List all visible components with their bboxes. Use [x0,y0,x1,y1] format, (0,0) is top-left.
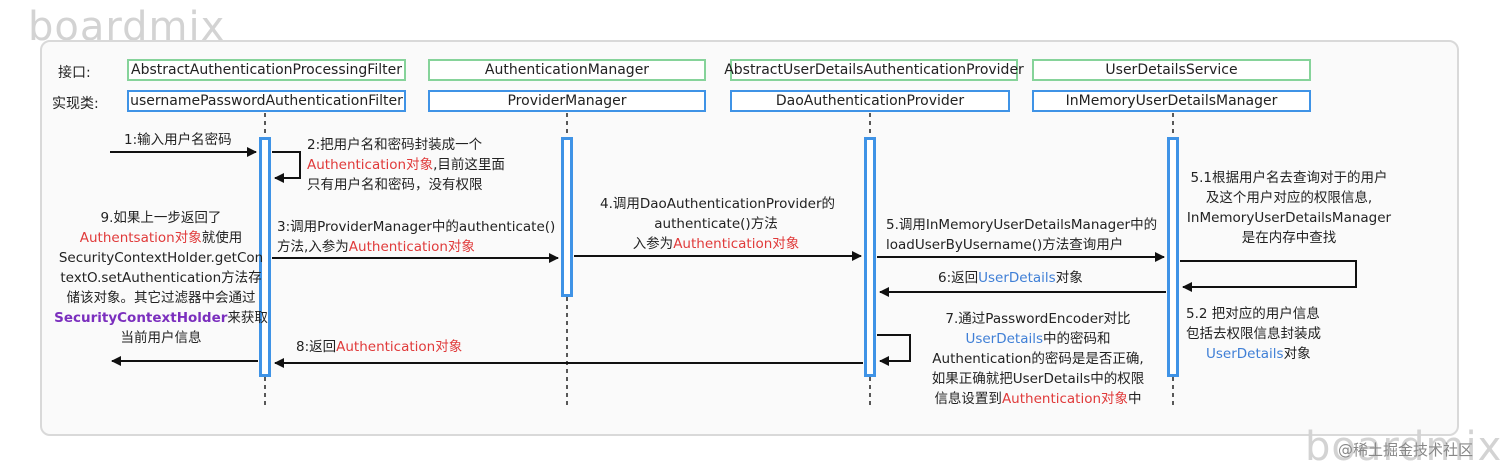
message-3-line-2: 方法,入参为Authentication对象 [277,237,555,257]
message-9-line-4: textO.setAuthentication方法存 [60,270,262,286]
watermark-bottom: boardmix [1305,424,1503,470]
interface-box-filter: AbstractAuthenticationProcessingFilter [127,59,406,81]
message-4-highlight: Authentication对象 [673,236,800,252]
message-4: 4.调用DaoAuthenticationProvider的 authentic… [600,194,835,254]
arrow-7-self [877,334,911,366]
message-4-line-3-text: 入参为 [632,236,674,252]
message-7-highlight-2: Authentication对象 [1001,391,1129,407]
message-2-line-2: Authentication对象,目前这里面 [307,155,505,175]
message-7-line-1: 7.通过PasswordEncoder对比 [945,311,1131,327]
message-7-line-3: Authentication的密码是是否正确, [932,351,1144,367]
activation-service [1167,137,1179,377]
interface-box-service: UserDetailsService [1032,59,1311,81]
message-6-highlight: UserDetails [978,270,1056,286]
message-3-line-2-text: 方法,入参为 [277,239,349,255]
row-label-interface: 接口: [58,65,91,81]
message-7-line-2-rest: 中的密码和 [1043,331,1111,347]
message-3: 3:调用ProviderManager中的authenticate() 方法,入… [277,217,555,257]
message-3-line-1: 3:调用ProviderManager中的authenticate() [277,219,556,235]
message-7-line-5-suffix: 中 [1128,391,1142,407]
credit-text: @稀土掘金技术社区 [1338,441,1474,459]
impl-box-service: InMemoryUserDetailsManager [1032,90,1311,112]
message-9-line-3: SecurityContextHolder.getCon [58,250,264,266]
message-8-prefix: 8:返回 [296,339,337,355]
activation-filter [259,137,271,377]
message-8-highlight: Authentication对象 [336,339,463,355]
message-5-2: 5.2 把对应的用户信息 包括去权限信息封装成 UserDetails对象 [1186,304,1321,364]
message-5-1-line-4: 是在内存中查找 [1241,230,1337,246]
message-2-highlight: Authentication对象 [307,157,434,173]
message-9-line-2: Authentsation对象就使用 [45,228,277,248]
message-7-line-4: 如果正确就把UserDetails中的权限 [931,371,1145,387]
message-9-highlight-2: SecurityContextHolder [54,310,228,326]
message-5-2-highlight: UserDetails [1206,346,1284,362]
message-2-line-2-rest: ,目前这里面 [433,157,505,173]
arrow-51-self [1180,260,1357,292]
message-7-line-5-prefix: 信息设置到 [934,391,1002,407]
message-9-line-6-rest: 来获取 [227,310,268,326]
message-3-highlight: Authentication对象 [348,239,475,255]
message-5-2-line-3: UserDetails对象 [1186,344,1321,364]
message-4-line-2: authenticate()方法 [654,216,778,232]
impl-box-filter: usernamePasswordAuthenticationFilter [127,90,406,112]
message-4-line-3: 入参为Authentication对象 [600,234,832,254]
message-5-line-1: 5.调用InMemoryUserDetailsManager中的 [886,217,1158,233]
activation-provider [864,137,876,377]
message-9-line-6: SecurityContextHolder来获取 [45,308,277,328]
message-6-prefix: 6:返回 [938,270,979,286]
row-label-impl: 实现类: [52,96,99,112]
message-6: 6:返回UserDetails对象 [938,268,1083,288]
impl-box-provider: DaoAuthenticationProvider [730,90,1010,112]
interface-box-provider: AbstractUserDetailsAuthenticationProvide… [724,59,1024,81]
message-5-1-line-3: InMemoryUserDetailsManager [1186,210,1392,226]
message-1: 1:输入用户名密码 [124,132,232,148]
activation-manager [561,137,573,297]
message-7: 7.通过PasswordEncoder对比 UserDetails中的密码和 A… [922,309,1154,409]
message-4-line-1: 4.调用DaoAuthenticationProvider的 [600,196,835,212]
message-2-line-3: 只有用户名和密码，没有权限 [307,177,483,193]
message-5-1-line-2: 及这个用户对应的权限信息, [1205,190,1373,206]
arrow-2-self [272,151,301,183]
message-5-2-suffix: 对象 [1283,346,1311,362]
message-6-suffix: 对象 [1055,270,1083,286]
message-5-1: 5.1根据用户名去查询对于的用户 及这个用户对应的权限信息, InMemoryU… [1185,168,1393,248]
message-2-line-1: 2:把用户名和密码封装成一个 [307,137,483,153]
message-7-line-5: 信息设置到Authentication对象中 [922,389,1154,409]
message-7-line-2: UserDetails中的密码和 [922,329,1154,349]
message-9: 9.如果上一步返回了 Authentsation对象就使用 SecurityCo… [45,208,277,348]
impl-box-manager: ProviderManager [428,90,706,112]
message-2: 2:把用户名和密码封装成一个 Authentication对象,目前这里面 只有… [307,135,505,195]
message-9-line-2-rest: 就使用 [201,230,243,246]
message-7-highlight-1: UserDetails [965,331,1044,347]
message-5-line-2: loadUserByUsername()方法查询用户 [886,237,1124,253]
message-5: 5.调用InMemoryUserDetailsManager中的 loadUse… [886,215,1157,255]
message-9-line-5: 储该对象。其它过滤器中会通过 [66,290,256,306]
message-9-highlight-1: Authentsation对象 [79,230,202,246]
message-5-1-line-1: 5.1根据用户名去查询对于的用户 [1190,170,1388,186]
message-5-2-line-2: 包括去权限信息封装成 [1186,326,1321,342]
message-9-line-1: 9.如果上一步返回了 [100,210,222,226]
interface-box-manager: AuthenticationManager [428,59,706,81]
message-8: 8:返回Authentication对象 [296,337,462,357]
message-5-2-line-1: 5.2 把对应的用户信息 [1186,306,1320,322]
message-9-line-7: 当前用户信息 [120,330,202,346]
